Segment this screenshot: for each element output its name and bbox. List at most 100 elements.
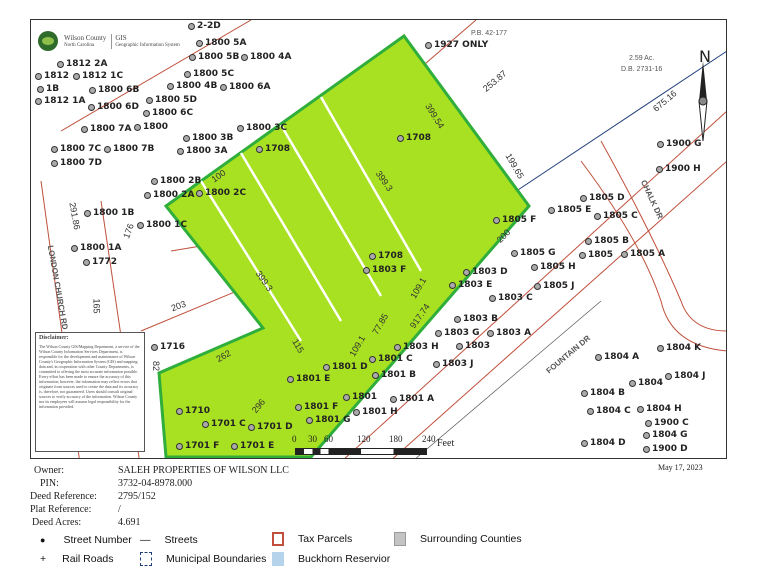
street-number-icon [89, 87, 96, 94]
street-number-icon [231, 443, 238, 450]
street-number-label: 1800 2C [205, 188, 247, 198]
legend-rail-roads: +Rail Roads [40, 553, 114, 565]
street-number-icon [57, 61, 64, 68]
street-number-icon [137, 222, 144, 229]
street-number: 1804 B [581, 388, 625, 399]
legend-reservoir: Buckhorn Reservior [272, 552, 390, 566]
street-number-icon [237, 125, 244, 132]
street-number: 1805 D [580, 193, 625, 204]
tax-parcel-line [60, 20, 252, 132]
street-number: 1804 H [637, 404, 682, 415]
street-number-label: 1805 A [630, 249, 666, 259]
street-number-icon [643, 432, 650, 439]
street-number-icon [463, 269, 470, 276]
street-number-label: 1800 3B [192, 133, 234, 143]
street-number-label: 1800 7D [60, 158, 102, 168]
street-number: 1801 F [295, 402, 338, 413]
street-number-icon [151, 178, 158, 185]
street-number-icon [581, 390, 588, 397]
street-number-icon: ● [40, 535, 46, 545]
street-number: 1801 G [306, 415, 351, 426]
north-label: N [699, 47, 711, 66]
street-number: 1800 6D [88, 102, 139, 113]
street-number-label: 1927 ONLY [434, 40, 489, 50]
street-number-icon [241, 54, 248, 61]
street-number-label: 1801 B [381, 370, 417, 380]
street-number: 1800 3C [237, 123, 287, 134]
street-number-icon [73, 73, 80, 80]
map-graphics [40, 20, 726, 458]
street-number: 1804 J [665, 371, 706, 382]
street-number-icon [183, 135, 190, 142]
street-number-icon [665, 373, 672, 380]
street-number-label: 1803 H [403, 342, 439, 352]
legend-tax-parcels: Tax Parcels [272, 532, 352, 546]
street-number: 1805 A [621, 249, 665, 260]
subject-parcel [157, 33, 531, 458]
street-number-icon [189, 54, 196, 61]
street-number-label: 1805 H [540, 262, 576, 272]
street-number-icon [637, 406, 644, 413]
street-number-icon [144, 192, 151, 199]
street-number: 1803 [456, 341, 490, 352]
street-number-label: 1716 [160, 342, 186, 352]
street-number-icon [37, 86, 44, 93]
street-number-icon [176, 408, 183, 415]
legend-streets: —Streets [140, 534, 198, 546]
street-number: 1803 G [435, 328, 480, 339]
street-number-label: 1801 H [362, 407, 398, 417]
street-number: 1803 C [489, 293, 533, 304]
tax-parcel-icon [272, 532, 284, 546]
street-number: 1812 2A [57, 59, 107, 70]
legend-label: Streets [164, 534, 198, 546]
owner-label: Owner: [34, 465, 64, 476]
street-number-label: 1800 1A [80, 243, 122, 253]
street-number-icon [295, 404, 302, 411]
street-number-icon [184, 71, 191, 78]
legend-label: Street Number [63, 534, 132, 546]
street-number-label: 1801 G [315, 415, 351, 425]
street-number: 2-2D [188, 21, 221, 32]
street-number: 1716 [151, 342, 185, 353]
logo-county: Wilson County [64, 33, 107, 42]
street-number-icon [146, 97, 153, 104]
street-number-label: 1804 K [666, 343, 702, 353]
street-number: 1708 [397, 133, 431, 144]
street-number-label: 1701 E [240, 441, 275, 451]
street-number: 1B [37, 84, 59, 95]
street-number: 1801 D [323, 362, 368, 373]
street-number: 1801 [343, 392, 377, 403]
legend-label: Municipal Boundaries [166, 553, 267, 565]
street-number-label: 1701 D [257, 422, 293, 432]
street-number-icon [489, 295, 496, 302]
street-number-icon [390, 396, 397, 403]
street-number: 1805 G [511, 248, 556, 259]
street-number: 1800 4B [167, 81, 217, 92]
street-number: 1801 B [372, 370, 416, 381]
street-number-icon [51, 146, 58, 153]
disclaimer-box: Disclaimer: The Wilson County GIS/Mappin… [35, 332, 145, 452]
street-number-label: 1803 [465, 341, 491, 351]
street-number: 1800 4A [241, 52, 291, 63]
street-number-icon [83, 259, 90, 266]
street-number-label: 1800 7C [60, 144, 102, 154]
street-number-icon [369, 356, 376, 363]
street-number: 1701 E [231, 441, 274, 452]
parcel-map[interactable]: N P.B. 42-177 2.59 Ac. D.B. 2731-16 LOND… [30, 19, 727, 459]
street-number-icon [323, 364, 330, 371]
street-number-label: 1800 5A [205, 38, 247, 48]
street-number-label: 1800 4B [176, 81, 218, 91]
street-number: 1805 J [534, 281, 575, 292]
street-number: 1804 [629, 378, 663, 389]
street-number: 1803 H [394, 342, 439, 353]
street-number-icon [581, 440, 588, 447]
street-number-label: 1710 [185, 406, 211, 416]
reservoir-icon [272, 552, 284, 566]
street-number: 1800 3B [183, 133, 233, 144]
street-number-icon [51, 160, 58, 167]
street-number-label: 1800 [143, 122, 169, 132]
street-number: 1805 F [493, 215, 536, 226]
street-number-icon [363, 267, 370, 274]
street-number-icon [656, 166, 663, 173]
pin-label: PIN: [40, 478, 59, 489]
